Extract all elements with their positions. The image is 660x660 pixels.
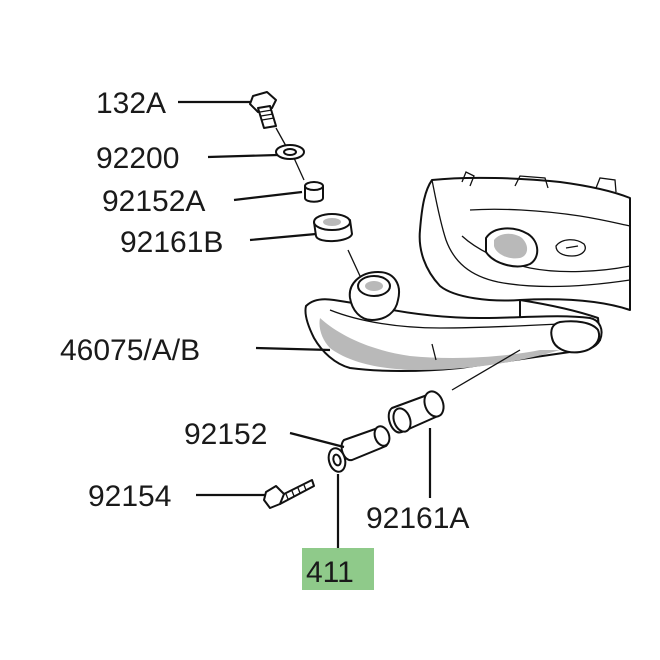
label-132a: 132A: [96, 87, 166, 120]
bolt-92154-drawing: [263, 479, 315, 509]
collar-92152a-drawing: [304, 181, 324, 203]
label-92161b: 92161B: [120, 226, 223, 259]
highlight-box: [302, 548, 374, 590]
washer-92200-drawing: [275, 144, 305, 160]
bush-92161b-drawing: [313, 213, 353, 242]
label-92161a: 92161A: [366, 502, 469, 535]
footrest-bracket-drawing: [304, 271, 603, 372]
collar-92152-drawing: [340, 425, 391, 462]
bush-92161a-drawing: [387, 390, 445, 434]
label-92152: 92152: [184, 418, 267, 451]
label-92154: 92154: [88, 480, 171, 513]
label-46075-a-b: 46075/A/B: [60, 334, 200, 367]
leader-lines: [178, 100, 432, 548]
assembly-axis-lines: [275, 127, 521, 391]
bolt-132a-drawing: [249, 91, 277, 129]
label-92152a: 92152A: [102, 185, 205, 218]
label-92200: 92200: [96, 142, 179, 175]
label-411: 411: [306, 556, 354, 589]
washer-411-drawing: [327, 447, 347, 473]
